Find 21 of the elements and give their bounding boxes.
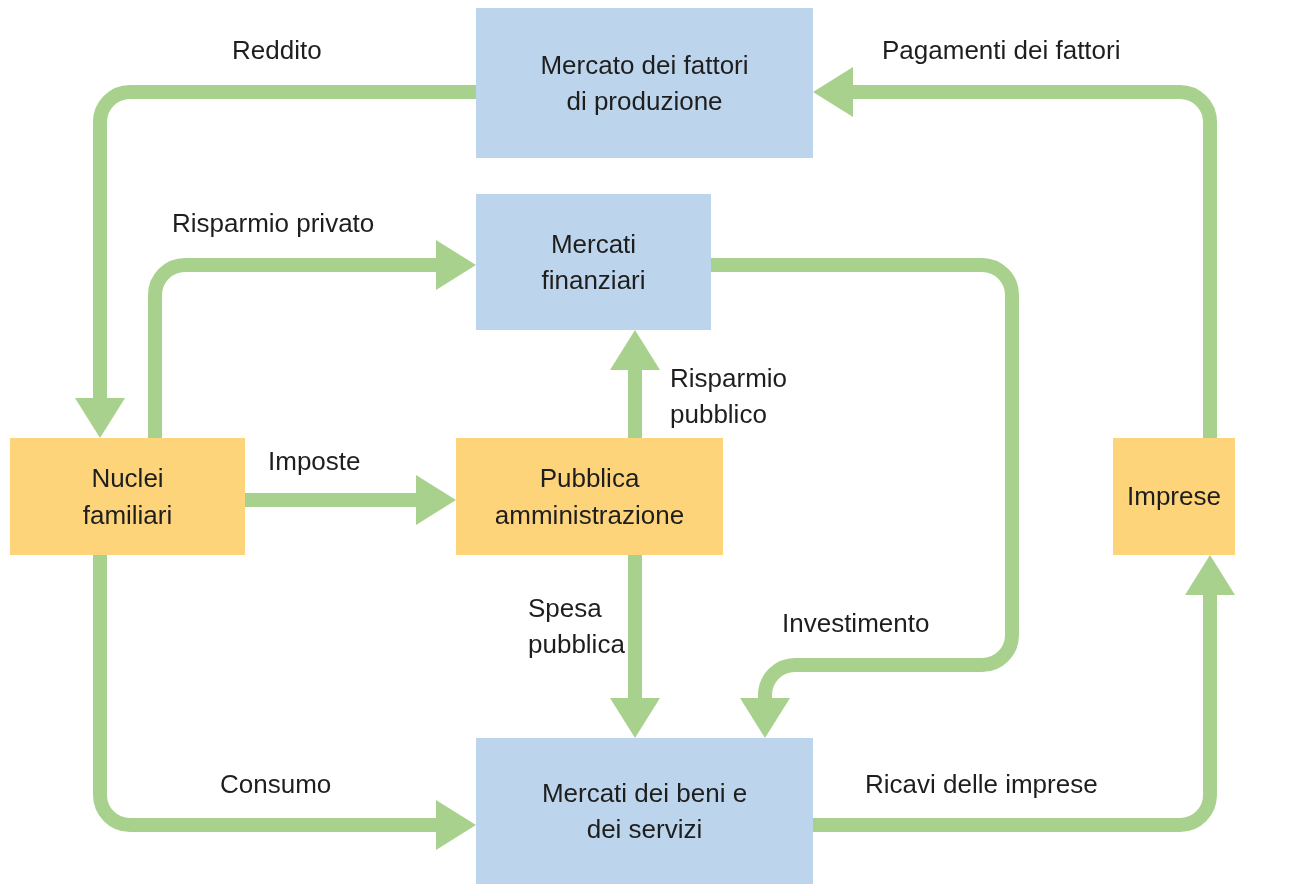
agent-box [456,438,723,555]
market-box [476,738,813,884]
node-label: Pubblica amministrazione [493,462,686,532]
node-label: Imprese [1127,480,1221,514]
arrow [711,258,1019,738]
market-box [476,8,813,158]
node-label: Nuclei familiari [81,462,174,532]
arrow [610,330,660,438]
arrow [813,555,1235,832]
arrow [245,475,456,525]
market-box [476,194,711,330]
arrow [813,67,1217,438]
agent-box [10,438,245,555]
arrow [148,240,476,438]
node-label: Mercato dei fattori di produzione [539,48,750,118]
arrow [75,85,476,438]
node-label: Mercati finanziari [540,227,647,297]
agent-box [1113,438,1235,555]
node-label: Mercati dei beni e dei servizi [540,776,749,846]
arrow [610,555,660,738]
arrow [93,555,476,850]
